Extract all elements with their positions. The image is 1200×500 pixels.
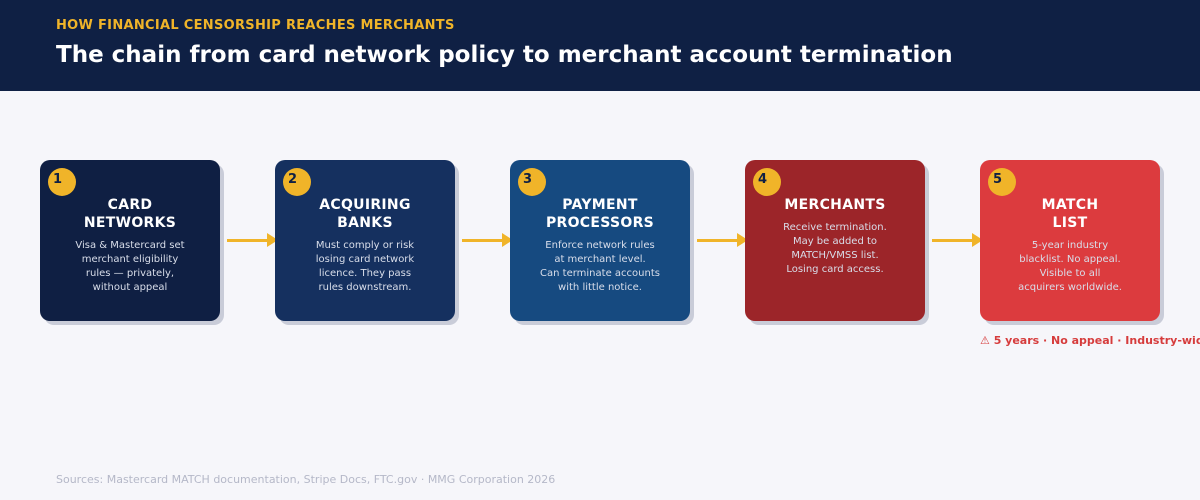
step-description-line: May be added to (792, 236, 878, 247)
step-title: CARD NETWORKS (40, 196, 220, 232)
step-title: MATCH LIST (980, 196, 1160, 232)
step-number: 3 (523, 172, 533, 187)
step-card-card-networks: 1 CARD NETWORKS Visa & Mastercard set me… (40, 160, 220, 321)
step-description: Enforce network rules at merchant level.… (518, 239, 682, 295)
page-title: The chain from card network policy to me… (56, 42, 953, 68)
step-title: PAYMENT PROCESSORS (510, 196, 690, 232)
step-number-badge: 2 (283, 168, 311, 196)
step-description-line: Enforce network rules (545, 240, 655, 251)
step-description-line: with little notice. (558, 282, 642, 293)
step-description-line: licence. They pass (318, 268, 412, 279)
step-description: Must comply or risk losing card network … (283, 239, 447, 295)
step-card-match-list: 5 MATCH LIST 5-year industry blacklist. … (980, 160, 1160, 321)
flow-arrow-icon (932, 233, 984, 247)
step-description: Receive termination. May be added to MAT… (753, 221, 917, 277)
step-card-acquiring-banks: 2 ACQUIRING BANKS Must comply or risk lo… (275, 160, 455, 321)
step-card-payment-processors: 3 PAYMENT PROCESSORS Enforce network rul… (510, 160, 690, 321)
step-description-line: Receive termination. (783, 222, 887, 233)
step-description: 5-year industry blacklist. No appeal. Vi… (988, 239, 1152, 295)
step-title-line: BANKS (337, 215, 393, 231)
step-number-badge: 5 (988, 168, 1016, 196)
step-description: Visa & Mastercard set merchant eligibili… (48, 239, 212, 295)
step-number-badge: 4 (753, 168, 781, 196)
step-description-line: Must comply or risk (315, 240, 415, 251)
step-title-line: CARD (107, 197, 153, 213)
flow-arrow-icon (462, 233, 514, 247)
step-title-line: PROCESSORS (545, 215, 655, 231)
step-title-line: MATCH (1041, 197, 1099, 213)
step-description-line: rules — privately, (85, 268, 175, 279)
step-description-line: rules downstream. (318, 282, 412, 293)
step-description-line: Visa & Mastercard set (75, 240, 185, 251)
step-description-line: losing card network (315, 254, 415, 265)
step-number-badge: 3 (518, 168, 546, 196)
step-number: 5 (993, 172, 1003, 187)
step-number: 2 (288, 172, 298, 187)
warning-note: ⚠ 5 years · No appeal · Industry-wide (980, 334, 1200, 347)
flow-arrow-icon (697, 233, 749, 247)
step-title-line: PAYMENT (562, 197, 638, 213)
step-description-line: blacklist. No appeal. (1019, 254, 1121, 265)
step-title-line: LIST (1052, 215, 1088, 231)
step-description-line: at merchant level. (554, 254, 646, 265)
step-title: MERCHANTS (745, 196, 925, 214)
step-description-line: Visible to all (1039, 268, 1101, 279)
step-title-line: ACQUIRING (319, 197, 411, 213)
step-number-badge: 1 (48, 168, 76, 196)
step-description-line: merchant eligibility (81, 254, 179, 265)
step-title-line: MERCHANTS (784, 197, 886, 213)
step-description-line: MATCH/VMSS list. (791, 250, 879, 261)
header-banner: HOW FINANCIAL CENSORSHIP REACHES MERCHAN… (0, 0, 1200, 91)
step-description-line: Can terminate accounts (540, 268, 660, 279)
step-description-line: acquirers worldwide. (1018, 282, 1122, 293)
step-title-line: NETWORKS (83, 215, 177, 231)
sources-footer: Sources: Mastercard MATCH documentation,… (56, 473, 556, 486)
step-number: 4 (758, 172, 768, 187)
step-title: ACQUIRING BANKS (275, 196, 455, 232)
step-card-merchants: 4 MERCHANTS Receive termination. May be … (745, 160, 925, 321)
step-description-line: Losing card access. (786, 264, 884, 275)
step-number: 1 (53, 172, 63, 187)
flow-arrow-icon (227, 233, 279, 247)
step-description-line: without appeal (92, 282, 168, 293)
step-description-line: 5-year industry (1031, 240, 1109, 251)
eyebrow-text: HOW FINANCIAL CENSORSHIP REACHES MERCHAN… (56, 18, 455, 33)
